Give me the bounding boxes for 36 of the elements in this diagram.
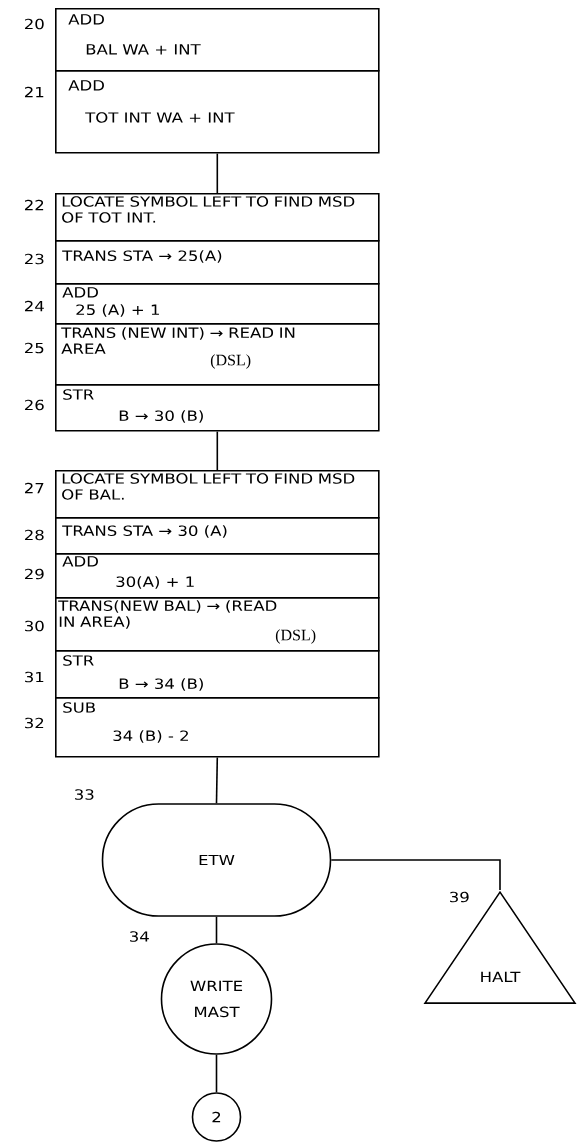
step-number: 25 [25, 342, 44, 354]
connector-line [215, 916, 218, 944]
process-box: STR B → 34 (B) [55, 650, 380, 699]
connector-line [330, 859, 501, 891]
circle-node: WRITE MAST [160, 943, 273, 1055]
step-number: 32 [25, 717, 44, 729]
step-number: 21 [25, 86, 44, 98]
step-number: 23 [25, 253, 44, 265]
process-box: LOCATE SYMBOL LEFT TO FIND MSD OF TOT INT. [55, 193, 380, 242]
step-number: 26 [25, 399, 44, 411]
step-number: 24 [25, 300, 44, 312]
process-box: ADD BAL WA + INT [55, 8, 380, 72]
step-number: 28 [25, 529, 44, 541]
process-box: TRANS(NEW BAL) → (READ IN AREA) (DSL) [55, 597, 380, 652]
process-box: ADD 30(A) + 1 [55, 553, 380, 599]
step-number: 33 [75, 789, 94, 800]
process-box: TRANS (NEW INT) → READ IN AREA (DSL) [55, 323, 380, 386]
connector-line [215, 756, 219, 804]
process-box: TRANS STA → 30 (A) [55, 517, 380, 555]
step-number: 20 [25, 18, 44, 30]
connector-line [216, 152, 219, 194]
process-box: ADD 25 (A) + 1 [55, 283, 380, 325]
connector-line [215, 1054, 218, 1093]
step-number: 29 [25, 568, 44, 580]
step-number: 39 [450, 891, 469, 903]
process-box: LOCATE SYMBOL LEFT TO FIND MSD OF BAL. [55, 470, 380, 519]
process-box: STR B → 30 (B) [55, 384, 380, 432]
step-number: 22 [25, 199, 44, 211]
process-box: TRANS STA → 25(A) [55, 240, 380, 285]
step-number: 31 [25, 671, 44, 683]
connector-line [216, 430, 219, 471]
step-number: 27 [25, 482, 44, 494]
step-number: 30 [25, 620, 44, 632]
step-number: 34 [130, 931, 149, 942]
process-box: SUB 34 (B) - 2 [55, 697, 380, 758]
process-box: ADD TOT INT WA + INT [55, 70, 380, 154]
